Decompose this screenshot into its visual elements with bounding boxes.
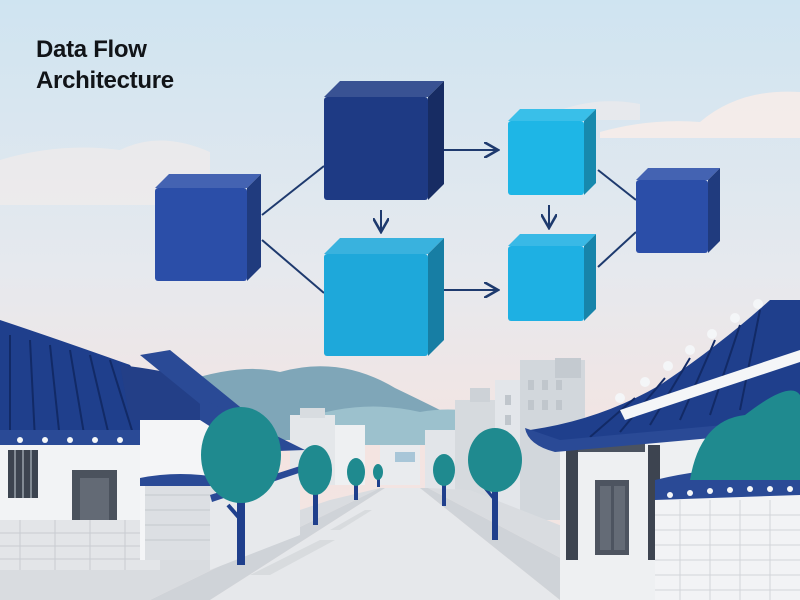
tree bbox=[298, 445, 332, 525]
tree bbox=[347, 458, 365, 500]
node-sink-cube bbox=[636, 168, 720, 253]
node-bottom-stage-cube bbox=[508, 234, 596, 321]
node-source-cube bbox=[155, 174, 261, 281]
title-line-1: Data Flow bbox=[36, 36, 147, 63]
tree bbox=[690, 390, 800, 480]
diagram-connectors bbox=[261, 150, 637, 294]
connector-top-stage-to-sink bbox=[597, 169, 637, 201]
node-top-stage-cube bbox=[508, 109, 596, 195]
page-title: Data Flow Architecture bbox=[36, 34, 174, 96]
node-bottom-processor-cube bbox=[324, 238, 444, 356]
diagram-nodes bbox=[155, 81, 720, 356]
tree bbox=[433, 454, 455, 506]
node-top-processor-cube bbox=[324, 81, 444, 200]
connector-source-to-top-processor bbox=[261, 165, 325, 216]
tree bbox=[468, 428, 522, 540]
title-line-2: Architecture bbox=[36, 67, 174, 94]
connector-source-to-bottom-processor bbox=[261, 239, 325, 294]
connector-bottom-stage-to-sink bbox=[597, 231, 637, 268]
left-houses bbox=[0, 320, 305, 570]
trees bbox=[201, 390, 800, 565]
tree bbox=[373, 464, 383, 487]
tree bbox=[201, 407, 281, 565]
